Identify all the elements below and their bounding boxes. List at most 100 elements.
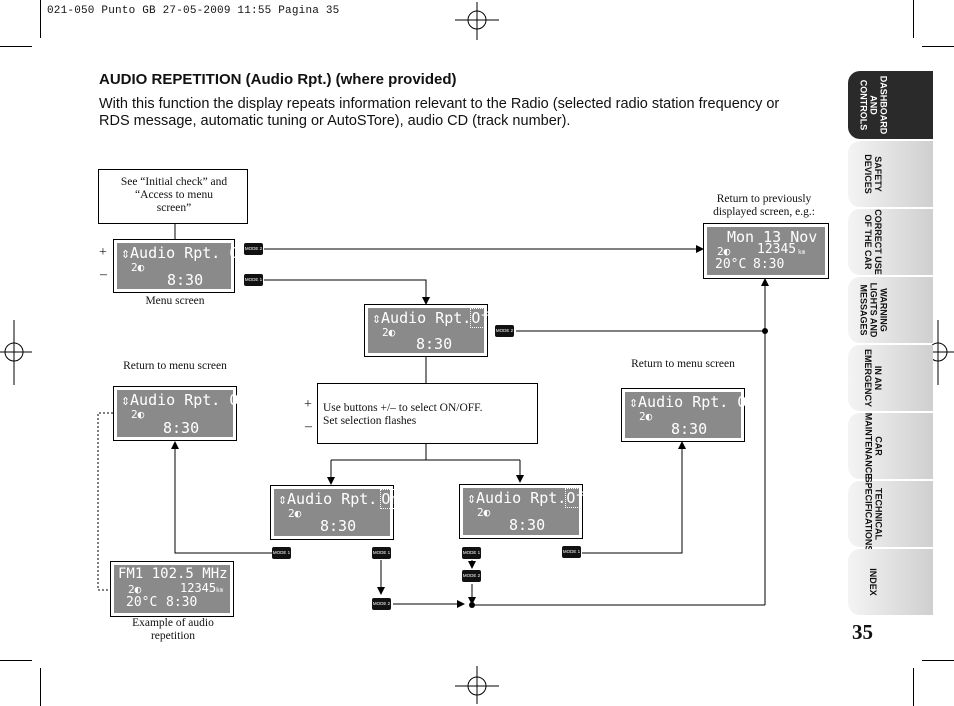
tab-in-an-emergency[interactable]: IN AN EMERGENCY [848, 345, 933, 411]
button-label: MODE 1 [462, 550, 481, 555]
lcd-flash-off-screen: ⇕Audio Rpt.Off 2◐ 8:30 [459, 484, 595, 539]
crop-mark [0, 46, 32, 47]
lcd-line2: 2◐ [717, 245, 731, 258]
crop-mark [40, 0, 41, 38]
mode2-button[interactable]: MODE 2 [372, 598, 391, 610]
button-label: MODE 1 [244, 277, 263, 282]
crop-mark [0, 660, 32, 661]
lcd-time: 8:30 [166, 595, 198, 610]
caption-return-menu-right: Return to menu screen [631, 358, 735, 370]
button-label: MODE 2 [372, 601, 391, 606]
lcd-line1: ⇕Audio Rpt. On [121, 391, 248, 409]
lcd-line2: 2◐ [477, 506, 491, 519]
lcd-line1: Mon 13 Nov [727, 228, 818, 246]
note-box: See “Initial check” and “Access to menu … [98, 169, 248, 224]
minus-sign: – [305, 419, 312, 434]
instruction-box: Use buttons +/– to select ON/OFF. Set se… [317, 383, 538, 444]
lcd-line1: ⇕Audio Rpt.Off [372, 308, 500, 328]
lcd-prefix: ⇕Audio Rpt. [278, 490, 378, 508]
tab-label: TECHNICAL SPECIFICATIONS [863, 476, 883, 552]
lcd-line2: 2◐ [639, 410, 653, 423]
button-label: MODE 2 [495, 328, 514, 333]
instruction-line2: Set selection flashes [323, 415, 417, 427]
mode1-button[interactable]: MODE 1 [562, 546, 581, 558]
tab-correct-use-of-the-car[interactable]: CORRECT USE OF THE CAR [848, 209, 933, 275]
lcd-line2: 2◐ [288, 507, 302, 520]
button-label: MODE 2 [244, 246, 263, 251]
mode2-button[interactable]: MODE 2 [244, 243, 263, 255]
crop-mark [922, 46, 954, 47]
lcd-line1: ⇕Audio Rpt. Off [629, 393, 765, 411]
button-label: MODE 1 [272, 550, 291, 555]
plus-sign: + [304, 397, 312, 412]
mode1-button[interactable]: MODE 1 [372, 547, 391, 559]
note-text: See “Initial check” and “Access to menu … [120, 176, 228, 214]
caption-menu-screen: Menu screen [145, 295, 205, 307]
lcd-odometer: 12345 [180, 581, 217, 595]
caption-example: Example of audio repetition [132, 617, 214, 642]
lcd-menu-screen: ⇕Audio Rpt. Off 2◐ 8:30 [113, 239, 256, 293]
tab-label: IN AN EMERGENCY [863, 348, 884, 408]
plus-sign: + [99, 245, 107, 260]
lcd-km-unit: km [798, 249, 806, 256]
section-title: AUDIO REPETITION (Audio Rpt.) (where pro… [99, 71, 457, 88]
caption-return-menu-left: Return to menu screen [123, 360, 227, 372]
lcd-example-screen: FM1 102.5 MHz 2◐ 12345 km 20°C 8:30 [110, 561, 234, 617]
lcd-on-screen: ⇕Audio Rpt. On 2◐ 8:30 [113, 386, 247, 441]
tab-label: WARNING LIGHTS AND MESSAGES [858, 282, 889, 338]
mode2-button[interactable]: MODE 2 [462, 570, 481, 582]
print-header: 021-050 Punto GB 27-05-2009 11:55 Pagina… [47, 5, 340, 17]
lcd-line2: 2◐ [131, 261, 145, 274]
page-number: 35 [852, 620, 873, 644]
lcd-line1: ⇕Audio Rpt.Off [467, 488, 595, 508]
tab-index[interactable]: INDEX [848, 549, 933, 615]
tab-safety-devices[interactable]: SAFETY DEVICES [848, 141, 933, 207]
crop-mark [913, 0, 914, 38]
lcd-select-screen: ⇕Audio Rpt.Off 2◐ 8:30 [364, 304, 500, 357]
lcd-prefix: ⇕Audio Rpt. [467, 489, 567, 507]
lcd-temperature: 20°C [126, 595, 158, 610]
lcd-time: 8:30 [416, 335, 453, 353]
lcd-time: 8:30 [320, 517, 357, 535]
lcd-time: 8:30 [753, 257, 785, 272]
mode2-button[interactable]: MODE 2 [495, 325, 514, 337]
lcd-km-unit: km [216, 587, 224, 594]
lcd-prefix: ⇕Audio Rpt. [372, 309, 472, 327]
tab-technical-specifications[interactable]: TECHNICAL SPECIFICATIONS [848, 477, 933, 551]
lcd-value: Off [470, 308, 500, 328]
tab-label: INDEX [867, 568, 878, 596]
lcd-line2: 2◐ [382, 326, 396, 339]
tab-label: SAFETY DEVICES [862, 154, 883, 194]
lcd-time: 8:30 [167, 271, 204, 289]
caption-return-previous: Return to previously displayed screen, e… [713, 193, 815, 218]
tab-label: CORRECT USE OF THE CAR [863, 209, 884, 275]
mode1-button[interactable]: MODE 1 [272, 547, 291, 559]
instruction-line1: Use buttons +/– to select ON/OFF. [323, 402, 483, 414]
minus-sign: – [100, 267, 107, 282]
lcd-off-screen: ⇕Audio Rpt. Off 2◐ 8:30 [621, 388, 764, 442]
mode1-button[interactable]: MODE 1 [244, 274, 263, 286]
lcd-line1: ⇕Audio Rpt. Off [121, 244, 257, 262]
crop-mark [40, 668, 41, 706]
tab-label: DASHBOARD AND CONTROLS [858, 75, 888, 135]
lcd-time: 8:30 [671, 420, 708, 438]
lcd-line2: 2◐ [128, 583, 142, 596]
lcd-line1: FM1 102.5 MHz [118, 566, 228, 582]
tab-label: CAR MAINTENANCE [863, 412, 883, 480]
tab-warning-lights-and-messages[interactable]: WARNING LIGHTS AND MESSAGES [848, 277, 933, 343]
button-label: MODE 1 [562, 549, 581, 554]
button-label: MODE 1 [372, 550, 391, 555]
lcd-value: Off [565, 488, 595, 508]
tab-car-maintenance[interactable]: CAR MAINTENANCE [848, 413, 933, 479]
lcd-temperature: 20°C [715, 257, 747, 272]
lcd-time: 8:30 [509, 516, 546, 534]
tab-dashboard-and-controls[interactable]: DASHBOARD AND CONTROLS [848, 71, 933, 139]
lcd-value: On [380, 489, 401, 509]
mode1-button[interactable]: MODE 1 [462, 547, 481, 559]
lcd-line2: 2◐ [131, 408, 145, 421]
lcd-line1: ⇕Audio Rpt.On [278, 489, 401, 509]
intro-text: With this function the display repeats i… [99, 96, 780, 129]
crop-mark [922, 660, 954, 661]
lcd-flash-on-screen: ⇕Audio Rpt.On 2◐ 8:30 [270, 485, 401, 540]
